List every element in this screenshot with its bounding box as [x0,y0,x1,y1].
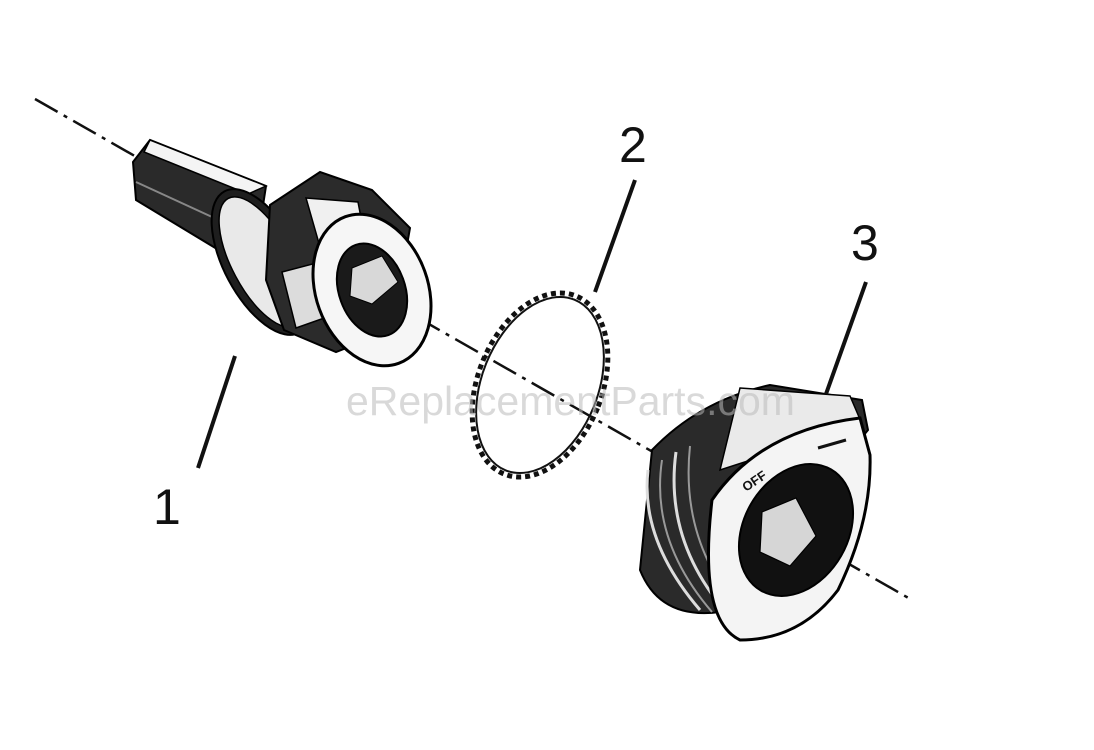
callout-label-2: 2 [619,117,647,173]
leader-line-2 [593,179,637,293]
leader-line-1 [196,355,237,469]
part-3-threaded-bonnet: OFF [638,383,872,642]
callout-label-3: 3 [851,215,879,271]
callout-label-1: 1 [153,479,181,535]
watermark-text: eReplacementParts.com [346,378,795,424]
leader-line-3 [824,281,868,395]
part-1-valve-stem [131,138,433,368]
part-2-o-ring [469,290,611,480]
